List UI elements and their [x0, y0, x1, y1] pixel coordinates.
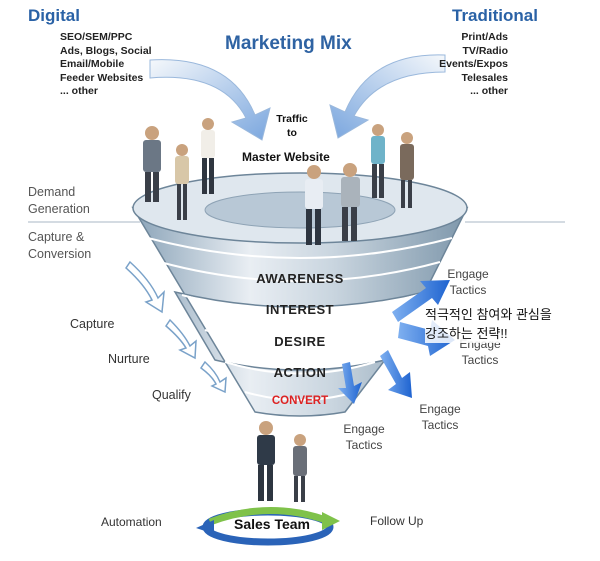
traditional-item: Events/Expos [439, 58, 508, 70]
traffic-label: Traffic to [262, 112, 322, 140]
person-figure [201, 118, 215, 194]
engage-tactics-3: Engage Tactics [419, 402, 461, 432]
traditional-item: TV/Radio [462, 44, 508, 57]
digital-list: SEO/SEM/PPC Ads, Blogs, Social Email/Mob… [60, 31, 152, 99]
traditional-title: Traditional [452, 6, 538, 25]
engage-arrow-3 [380, 350, 412, 398]
capture-arrow [125, 260, 165, 314]
person-figure [341, 163, 360, 241]
digital-title: Digital [28, 6, 80, 25]
funnel-awareness: AWARENESS [256, 271, 344, 286]
digital-item: Feeder Websites [60, 71, 144, 84]
funnel-convert: CONVERT [271, 395, 329, 407]
digital-item: Ads, Blogs, Social [60, 44, 152, 57]
person-figure [257, 421, 275, 501]
ring-arrowhead [322, 512, 340, 530]
engage-arrow-1 [392, 280, 450, 322]
demand-generation-label: Demand Generation [28, 185, 90, 216]
sales-team-label: Sales Team [234, 516, 311, 532]
ring-arrowhead-left [196, 520, 214, 534]
nurture-arrow [165, 318, 197, 360]
funnel-band [181, 294, 419, 314]
master-website-label: Master Website [242, 150, 330, 164]
engage-tactics-4: Engage Tactics [343, 422, 385, 452]
funnel-band [244, 391, 356, 401]
funnel-band [204, 329, 396, 345]
traffic-line-1: Traffic [276, 113, 308, 125]
engage-tactics-1: Engage Tactics [447, 267, 489, 297]
person-figure [400, 132, 414, 208]
traditional-arrow [329, 54, 446, 139]
traditional-item: Print/Ads [461, 31, 508, 43]
person-figure [293, 434, 307, 502]
funnel-hole [204, 191, 396, 229]
person-figure [143, 126, 161, 202]
nurture-label: Nurture [108, 352, 150, 366]
person-figure [371, 124, 385, 198]
traffic-line-2: to [287, 127, 297, 139]
traditional-list: Print/Ads TV/Radio Events/Expos Telesale… [432, 31, 508, 99]
digital-item: Email/Mobile [60, 58, 125, 70]
marketing-mix-title: Marketing Mix [225, 33, 352, 54]
capture-label: Capture [70, 317, 115, 331]
funnel-interest: INTEREST [265, 302, 335, 317]
digital-arrow [149, 59, 271, 141]
capture-conversion-label: Capture & Conversion [28, 230, 92, 261]
qualify-label: Qualify [152, 388, 191, 402]
funnel-band [224, 361, 376, 375]
funnel-band [159, 261, 441, 282]
traditional-item: ... other [470, 85, 508, 97]
person-figure [305, 165, 323, 245]
person-figure [175, 144, 189, 220]
digital-item: ... other [60, 85, 98, 97]
automation-label: Automation [101, 515, 162, 529]
qualify-arrow [199, 360, 227, 394]
engage-arrow-4 [338, 362, 362, 404]
digital-item: SEO/SEM/PPC [60, 31, 133, 43]
follow-up-label: Follow Up [370, 514, 424, 528]
funnel-action: ACTION [273, 365, 327, 380]
korean-annotation: 적극적인 참여와 관심을 강조하는 전략!! [425, 305, 587, 343]
sales-team-ring-green [208, 506, 328, 526]
funnel-desire: DESIRE [274, 334, 326, 349]
funnel-band [147, 237, 453, 259]
traditional-item: Telesales [461, 71, 508, 84]
